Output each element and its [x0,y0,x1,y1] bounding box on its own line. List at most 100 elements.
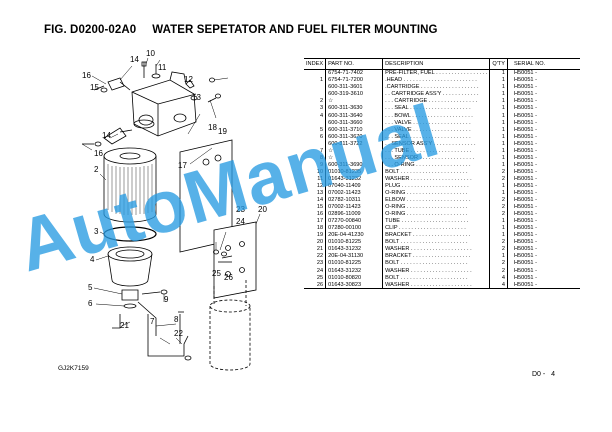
cell-index: 24 [304,267,327,275]
cell-description: . . . O-RING . . . . . . . . . . . . . .… [382,161,491,169]
cell-qty: 2 [489,196,508,204]
table-header-row: INDEX PART NO. DESCRIPTION Q'TY SERIAL N… [304,58,580,70]
cell-serial: H50051 - [513,175,537,182]
cell-index: 11 [304,175,327,183]
cell-qty: 1 [489,225,508,233]
cell-qty: 1 [489,217,508,226]
header-description: DESCRIPTION [382,58,491,70]
cell-index: 22 [304,253,327,261]
cell-qty: 1 [489,77,508,85]
cell-qty: 1 [489,253,508,261]
cell-part-no: 600-311-3710 [325,126,384,134]
page-number: D0 - 4 [532,371,555,378]
cell-description: BOLT . . . . . . . . . . . . . . . . . .… [382,239,491,247]
cell-description: BOLT . . . . . . . . . . . . . . . . . .… [382,274,491,282]
cell-qty: 1 [489,189,508,197]
cell-description: BOLT . . . . . . . . . . . . . . . . . .… [382,260,491,268]
header-serial: SERIAL NO. [507,58,580,70]
page-num: 4 [551,371,555,378]
cell-description: O-RING . . . . . . . . . . . . . . . . .… [382,203,491,211]
cell-qty: 2 [489,175,508,183]
cell-description: O-RING . . . . . . . . . . . . . . . . .… [382,210,491,218]
cell-qty: 4 [489,274,508,282]
cell-serial: H50051 - [513,147,537,154]
callout-14: 14 [130,55,139,64]
cell-part-no: 600-311-3690 [325,161,384,169]
cell-part-no: 07002-11423 [325,203,384,211]
cell-description: CLIP . . . . . . . . . . . . . . . . . .… [382,225,491,233]
cell-part-no: 20E-04-41230 [325,232,384,240]
cell-part-no: ☆ [325,154,384,162]
callout-3: 3 [94,227,99,236]
cell-qty: 1 [489,105,508,113]
cell-description: BOLT . . . . . . . . . . . . . . . . . .… [382,168,491,176]
callout-20: 18 [208,123,217,132]
cell-part-no: 02896-11009 [325,210,384,218]
cell-index: 3 [304,105,327,113]
cell-index: 15 [304,203,327,211]
cell-serial: H50051 - [507,281,580,290]
cell-qty: 1 [489,69,508,78]
cell-description: .CARTRIDGE . . . . . . . . . . . . . . .… [382,84,491,92]
cell-description: . . . VALVE . . . . . . . . . . . . . . … [382,119,491,127]
cell-serial: H50051 - [513,168,537,175]
cell-qty: 2 [489,203,508,211]
cell-qty: 2 [489,260,508,268]
cell-serial: H50051 - [513,133,537,140]
cell-description: WASHER . . . . . . . . . . . . . . . . .… [382,246,491,254]
table-row: 600-311-3722. . SENSOR ASS'Y . . . . . .… [304,140,580,148]
cell-qty: 1 [489,154,508,162]
cell-description: . . . BOWL . . . . . . . . . . . . . . .… [382,112,491,120]
callout-2: 2 [94,165,99,174]
cell-index [304,119,327,127]
cell-part-no: 01010-80820 [325,274,384,282]
cell-description: . . . SEAL . . . . . . . . . . . . . . .… [382,105,491,113]
cell-part-no: 01643-30823 [325,281,384,290]
cell-qty: 1 [489,84,508,92]
cell-index: 7 [304,147,327,155]
cell-serial: H50051 - [513,232,537,239]
cell-serial: H50051 - [513,84,537,91]
cell-part-no: 6754-71-7200 [325,77,384,85]
cell-description: ELBOW . . . . . . . . . . . . . . . . . … [382,196,491,204]
cell-part-no: 01010-81235 [325,168,384,176]
callout-5: 5 [88,283,93,292]
cell-description: . . CARTRIDGE ASS'Y . . . . . . . . . . … [382,91,491,99]
cell-part-no: ☆ [325,147,384,155]
cell-qty: 1 [489,232,508,240]
cell-part-no: 600-311-3630 [325,105,384,113]
cell-part-no: 07270-00840 [325,217,384,226]
cell-index: 14 [304,196,327,204]
header-part-no: PART NO. [325,58,384,70]
cell-index [304,69,327,78]
cell-serial: H50051 - [513,260,537,267]
cell-index [304,140,327,148]
cell-serial: H50051 - [513,98,537,105]
cell-qty: 1 [489,161,508,169]
cell-serial: H50051 - [513,211,537,218]
cell-qty: 1 [489,119,508,127]
header-index: INDEX [304,58,327,70]
cell-description: . . SENSOR ASS'Y . . . . . . . . . . . .… [382,140,491,148]
cell-index: 26 [304,281,327,290]
callout-13: 13 [192,93,201,102]
cell-serial: H50051 - [513,182,537,189]
exploded-parts-diagram: 16 15 14 10 11 12 13 23 18 19 14 16 2 17… [81,49,267,371]
cell-description: O-RING . . . . . . . . . . . . . . . . .… [382,189,491,197]
cell-serial: H50051 - [513,119,537,126]
cell-part-no: 01010-81225 [325,239,384,247]
cell-index: 8 [304,154,327,162]
